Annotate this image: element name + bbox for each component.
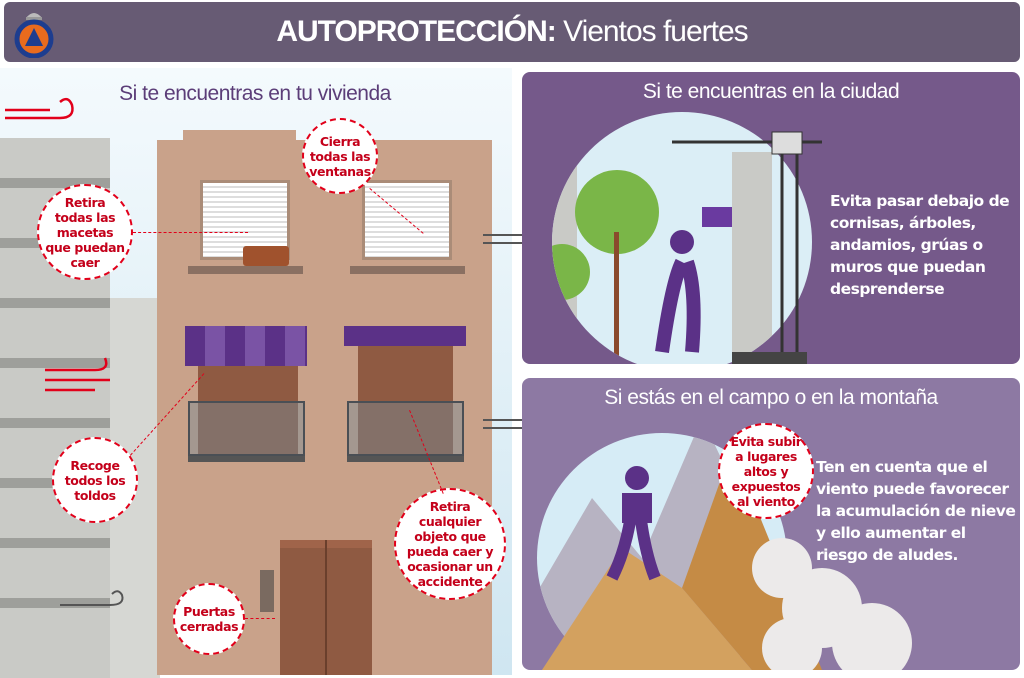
mountain-advice: Ten en cuenta que el viento puede favore… [816, 458, 1016, 564]
awning [185, 326, 307, 366]
flower-pots [243, 246, 289, 266]
mountain-section-title: Si estás en el campo o en la montaña [604, 386, 938, 409]
page-title: AUTOPROTECCIÓN: Vientos fuertes [276, 15, 748, 48]
city-section-title: Si te encuentras en la ciudad [642, 80, 900, 103]
wind-icon [5, 97, 124, 606]
mountain-section: Si estás en el campo o en la montaña Evi… [522, 378, 1020, 670]
city-section: Si te encuentras en la ciudad Evita pasa… [522, 72, 1020, 364]
city-illustration [552, 112, 822, 364]
balcony-railing [347, 401, 464, 456]
callout-doors-closed: Puertas cerradas [173, 583, 245, 655]
header-bar: AUTOPROTECCIÓN: Vientos fuertes [4, 2, 1020, 62]
city-advice: Evita pasar debajo de cornisas, árboles,… [830, 192, 1010, 298]
callout-avoid-heights: Evita subir a lugares altos y expuestos … [718, 423, 814, 519]
awning [344, 326, 466, 346]
window-closed [362, 180, 452, 260]
callout-collect-awnings: Recoge todos los toldos [52, 437, 138, 523]
callout-close-windows: Cierra todas las ventanas [302, 118, 378, 194]
home-section-title: Si te encuentras en tu vivienda [119, 82, 391, 105]
proteccion-civil-logo [14, 13, 54, 58]
balcony-railing [188, 401, 305, 456]
intercom [260, 570, 274, 612]
callout-remove-objects: Retira cualquier objeto que pueda caer y… [394, 488, 506, 600]
callout-remove-pots: Retira todas las macetas que puedan caer [37, 184, 133, 280]
